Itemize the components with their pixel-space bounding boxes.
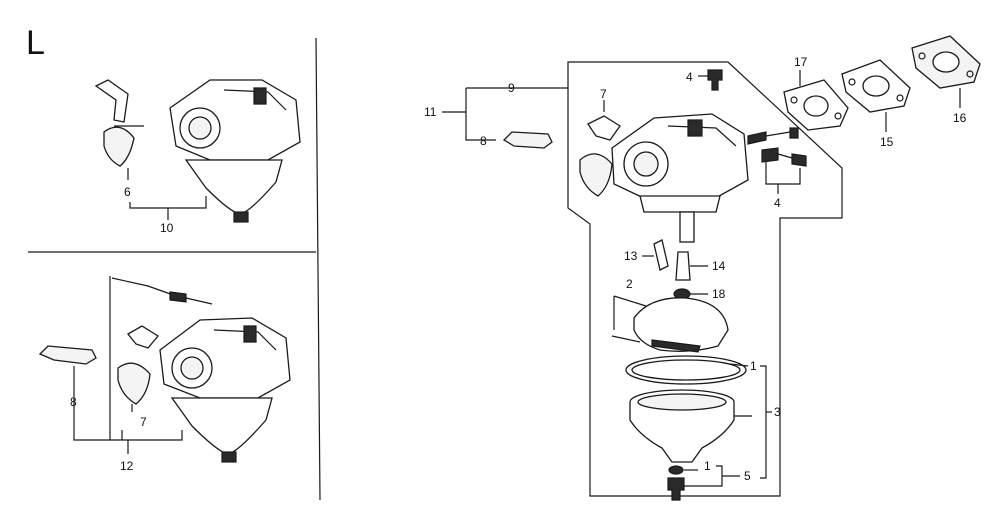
float-pin — [611, 335, 641, 343]
callout-7-main: 7 — [600, 87, 607, 101]
choke-lever-arm — [94, 79, 129, 123]
callout-9: 9 — [508, 81, 515, 95]
lever-part-8-main — [502, 131, 553, 149]
callout-8-bottom-left: 8 — [70, 395, 77, 409]
callout-4-right: 4 — [774, 196, 781, 210]
float-needle-14 — [675, 251, 691, 281]
callout-14: 14 — [712, 259, 726, 273]
callout-2: 2 — [626, 277, 633, 291]
callout-16: 16 — [953, 111, 967, 125]
callout-10-top-left: 10 — [160, 221, 174, 235]
top-left-carburetor-assembly — [94, 79, 301, 223]
choke-rod — [111, 277, 177, 297]
callout-3: 3 — [774, 405, 781, 419]
screw-4-upper — [747, 131, 767, 145]
lever-part-8-bottom-left — [38, 345, 97, 365]
callout-1-top: 1 — [750, 359, 757, 373]
callout-1-bottom: 1 — [704, 459, 711, 473]
choke-plate-top-left — [103, 126, 135, 167]
choke-lever-main — [587, 115, 621, 141]
spring-bottom-left — [169, 291, 187, 303]
bottom-left-carburetor-assembly — [38, 276, 291, 463]
callout-17: 17 — [794, 55, 808, 69]
callout-8-main: 8 — [480, 134, 487, 148]
section-letter: L — [26, 24, 45, 62]
drain-washer-1 — [668, 465, 684, 475]
screw-4-lower — [791, 153, 807, 167]
callout-4-top: 4 — [686, 70, 693, 84]
callout-11: 11 — [424, 105, 437, 119]
main-jet-13 — [653, 239, 669, 271]
callout-18: 18 — [712, 287, 726, 301]
callout-7-bottom-left: 7 — [140, 415, 147, 429]
gasket-16 — [911, 35, 981, 89]
float-bowl-top-left — [184, 159, 283, 215]
float-bowl-3 — [629, 389, 735, 463]
callout-12-bottom-left: 12 — [120, 459, 134, 473]
panel-divider-vertical — [315, 37, 321, 501]
drain-bolt-5 — [667, 477, 685, 501]
assembly-boundary — [567, 61, 843, 497]
carburetor-body-main — [611, 113, 749, 243]
bolt-4-top — [707, 69, 723, 91]
insulator-gasket-17 — [783, 79, 849, 131]
choke-lever-bottom-left — [127, 325, 159, 349]
callout-6-top-left: 6 — [124, 185, 131, 199]
callout-13: 13 — [624, 249, 638, 263]
gasket-15 — [841, 59, 911, 113]
spring-4 — [761, 147, 779, 163]
callout-15: 15 — [880, 135, 894, 149]
float-2 — [633, 297, 729, 352]
callout-5: 5 — [744, 469, 751, 483]
choke-plate-main — [579, 153, 613, 197]
float-bowl-bottom-left — [170, 397, 273, 455]
choke-plate-bottom-left — [117, 362, 151, 405]
